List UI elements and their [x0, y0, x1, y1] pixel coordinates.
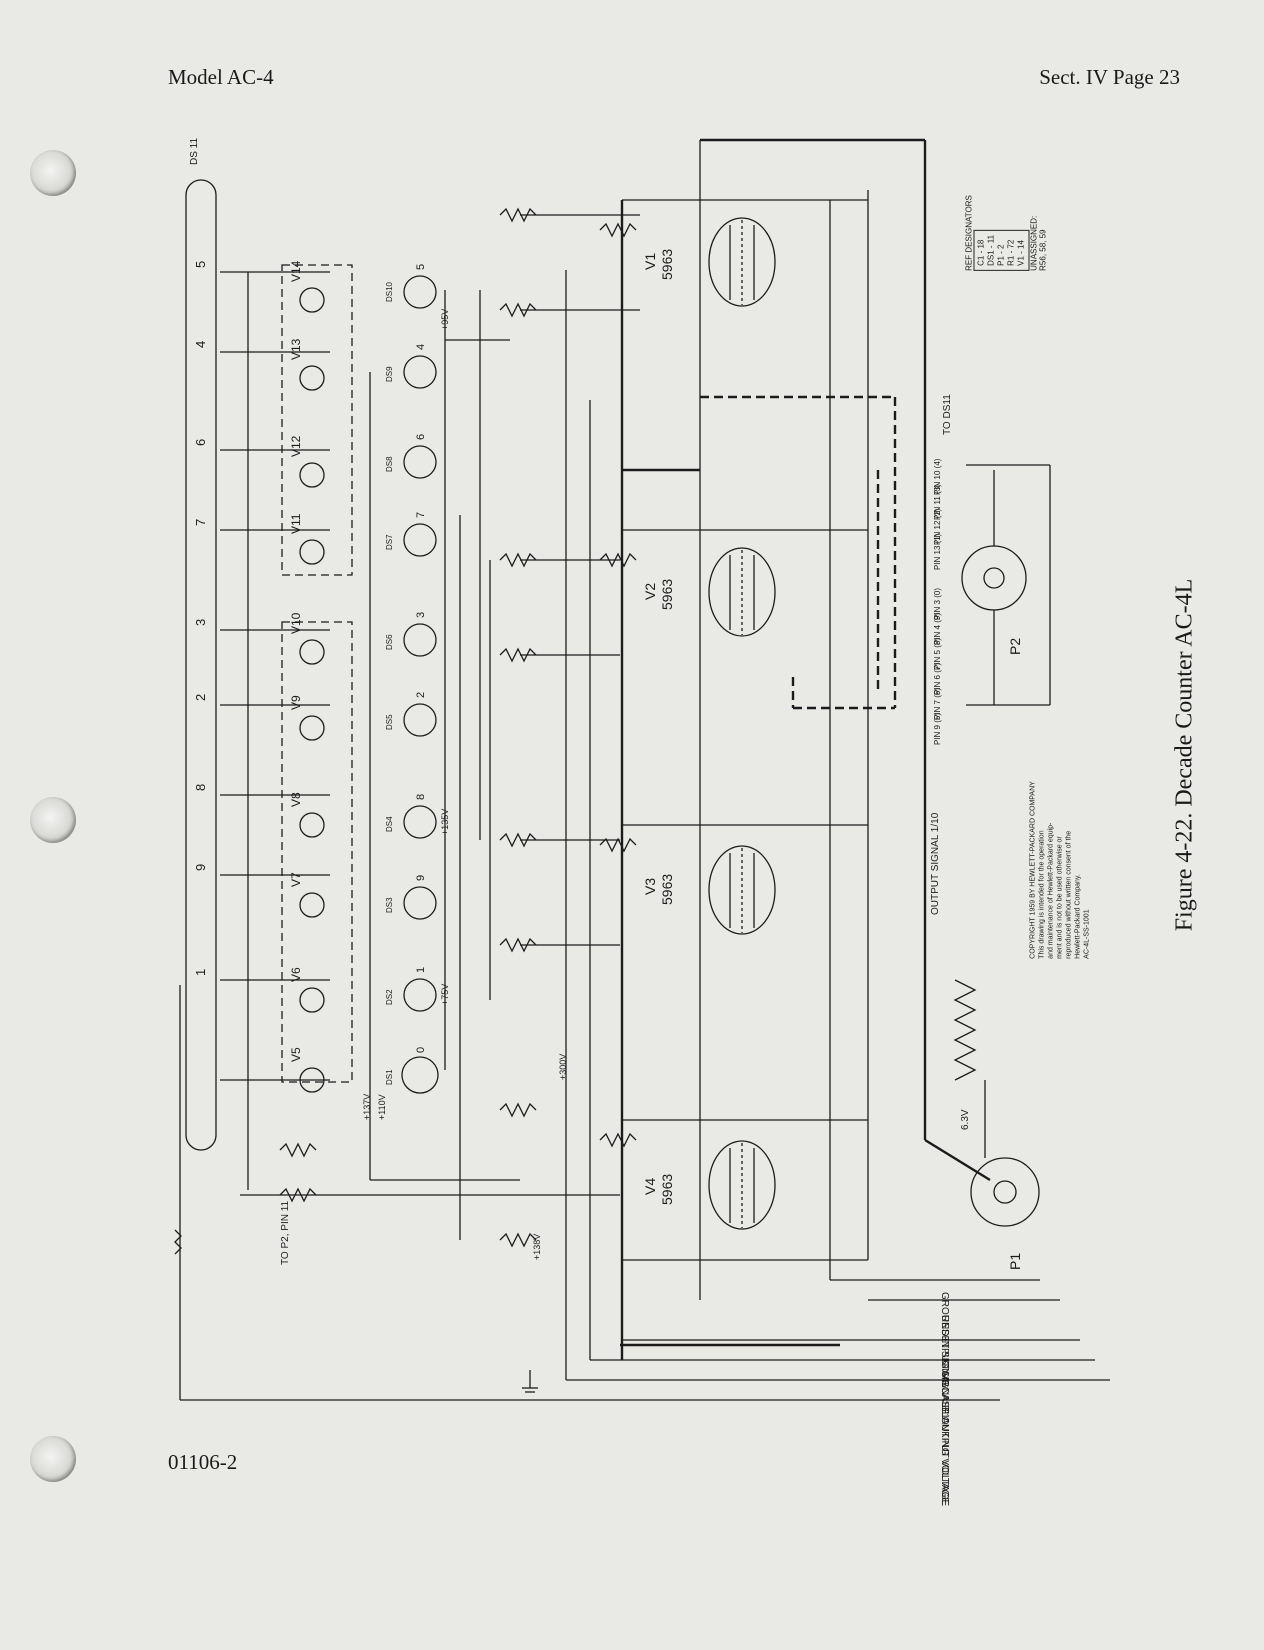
- supply-voltage-1: +138V: [532, 1234, 542, 1260]
- ds11-digit-5: 2: [193, 694, 208, 701]
- indicator-lamp-digit-ds7: 7: [415, 512, 427, 518]
- p1-socket: [970, 1157, 1040, 1227]
- tube-v1-type: 5963: [659, 1174, 675, 1205]
- indicator-lamp-digit-ds8: 6: [415, 434, 427, 440]
- p2-pin-8: PIN 11 (3): [933, 484, 942, 520]
- neon-lamp-label-v10: V10: [289, 612, 303, 634]
- ds11-digit-3: 7: [193, 519, 208, 526]
- supply-voltage-5: +135V: [440, 809, 450, 835]
- supply-voltage-0: +300V: [558, 1054, 568, 1080]
- p2-pin-0: PIN 9 (5): [933, 713, 942, 745]
- neon-lamp-label-v9: V9: [289, 695, 303, 710]
- indicator-lamp-digit-ds4: 8: [415, 794, 427, 800]
- ds11-tube-outline: [185, 179, 217, 1151]
- ds11-digit-7: 9: [193, 864, 208, 871]
- binder-hole-bottom: [30, 1436, 76, 1482]
- p2-pin-3: PIN 5 (8): [933, 638, 942, 670]
- ds11-digit-6: 8: [193, 784, 208, 791]
- indicator-lamp-ref-ds4: DS4: [385, 816, 394, 832]
- ds11-digit-1: 4: [193, 341, 208, 348]
- indicator-lamp-digit-ds9: 4: [415, 344, 427, 350]
- p2-pin-9: PIN 10 (4): [933, 458, 942, 495]
- document-number: 01106-2: [168, 1450, 238, 1474]
- indicator-lamp-digit-ds1: 0: [415, 1047, 427, 1053]
- supply-voltage-3: +110V: [377, 1094, 387, 1120]
- indicator-lamp-ref-ds9: DS9: [385, 366, 394, 382]
- signal-to-ds11: TO DS11: [942, 394, 953, 435]
- supply-voltage-2: +137V: [362, 1094, 372, 1120]
- indicator-lamp-digit-ds2: 1: [415, 967, 427, 973]
- signal-blanking: BLANKING VOLTAGE: [939, 1405, 950, 1504]
- supply-voltage-4: +75V: [440, 984, 450, 1005]
- p2-pin-7: PIN 12 (2): [933, 508, 942, 545]
- tube-v3-symbol: [708, 547, 776, 637]
- indicator-lamp-ref-ds10: DS10: [385, 281, 394, 302]
- signal-reset: RESET SIGNAL: [939, 1315, 950, 1388]
- tube-v1-symbol: [708, 1140, 776, 1230]
- ds11-label: DS 11: [189, 138, 200, 165]
- ref-designators: REF DESIGNATORS C1 - 18 DS1 - 11 P1 - 2 …: [964, 195, 1048, 271]
- tube-v1-label: V4: [642, 1178, 658, 1195]
- ds11-digit-0: 5: [193, 261, 208, 268]
- neon-lamp-label-v5: V5: [289, 1047, 303, 1062]
- tube-v2-symbol: [708, 845, 776, 935]
- section-page-heading: Sect. IV Page 23: [1039, 65, 1180, 89]
- neon-lamp-label-v6: V6: [289, 967, 303, 982]
- tube-v2-type: 5963: [659, 874, 675, 905]
- indicator-lamp-digit-ds3: 9: [415, 875, 427, 881]
- indicator-lamp-ref-ds6: DS6: [385, 634, 394, 650]
- figure-caption: Figure 4-22. Decade Counter AC-4L: [1171, 578, 1198, 932]
- p2-pin-5: PIN 3 (0): [933, 588, 942, 620]
- p2-label: P2: [1007, 638, 1023, 655]
- indicator-lamp-ref-ds7: DS7: [385, 534, 394, 550]
- indicator-lamp-ref-ds2: DS2: [385, 989, 394, 1005]
- tube-v4-type: 5963: [659, 249, 675, 280]
- p2-pin-2: PIN 6 (7): [933, 663, 942, 695]
- signal-to-p2: TO P2, PIN 11: [280, 1200, 291, 1265]
- ds11-digit-4: 3: [193, 619, 208, 626]
- binder-hole-middle: [30, 797, 76, 843]
- model-heading: Model AC-4: [168, 65, 274, 89]
- p1-label: P1: [1007, 1253, 1023, 1270]
- indicator-lamps: [401, 275, 439, 1094]
- signal-input: INPUT SIGNAL "1": [939, 1338, 950, 1423]
- copyright-notice: COPYRIGHT 1959 BY HEWLETT-PACKARD COMPAN…: [1029, 781, 1091, 959]
- indicator-lamp-ref-ds8: DS8: [385, 456, 394, 472]
- neon-lamp-label-v13: V13: [289, 338, 303, 360]
- neon-lamp-label-v11: V11: [289, 513, 303, 534]
- ds11-digit-2: 6: [193, 439, 208, 446]
- indicator-lamp-digit-ds5: 2: [415, 692, 427, 698]
- binder-hole-top: [30, 150, 76, 196]
- ds11-digit-8: 1: [193, 969, 208, 976]
- tube-v2-label: V3: [642, 878, 658, 895]
- signal-staircase: STAIRCASE OUTPUT VOLTAGE: [939, 1358, 950, 1507]
- indicator-lamp-ref-ds3: DS3: [385, 897, 394, 913]
- neon-lamp-label-v12: V12: [289, 435, 303, 457]
- p2-pin-1: PIN 7 (6): [933, 688, 942, 720]
- neon-lamp-label-v8: V8: [289, 792, 303, 807]
- p2-pin-6: PIN 13 (1): [933, 533, 942, 570]
- supply-voltage-6: +95V: [440, 309, 450, 330]
- tube-v3-label: V2: [642, 583, 658, 600]
- p2-socket: [961, 545, 1027, 611]
- tube-v4-symbol: [708, 217, 776, 307]
- tube-v4-label: V1: [642, 253, 658, 270]
- neon-lamp-label-v7: V7: [289, 872, 303, 887]
- indicator-lamp-ref-ds5: DS5: [385, 714, 394, 730]
- indicator-lamp-digit-ds6: 3: [415, 612, 427, 618]
- tube-v3-type: 5963: [659, 579, 675, 610]
- p2-pin-4: PIN 4 (9): [933, 613, 942, 645]
- indicator-lamp-digit-ds10: 5: [415, 264, 427, 270]
- signal-ground: GROUND: [939, 1292, 950, 1336]
- heater-voltage: 6.3V: [960, 1109, 971, 1130]
- signal-output: OUTPUT SIGNAL 1/10: [930, 812, 941, 915]
- neon-lamp-label-v14: V14: [289, 260, 303, 282]
- neon-lamps: [299, 287, 325, 1093]
- indicator-lamp-ref-ds1: DS1: [385, 1069, 394, 1085]
